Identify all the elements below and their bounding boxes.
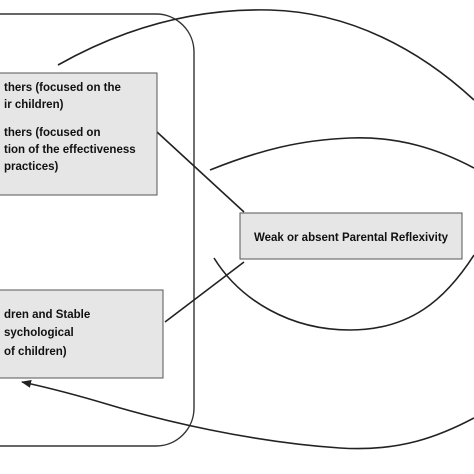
connector-bottom-return-arrow	[21, 379, 474, 450]
top-box-line-1: thers (focused on the	[4, 82, 121, 94]
bottom-box	[0, 289, 164, 379]
bottom-box-line-2: sychological	[4, 327, 74, 339]
bottom-box-line-3: of children)	[4, 346, 67, 358]
connector-top-arc	[57, 9, 474, 101]
top-box	[0, 72, 158, 196]
connector-top-box-to-center	[156, 131, 245, 213]
top-box-line-2: ir children)	[4, 99, 64, 111]
top-box-line-3: thers (focused on	[4, 127, 100, 139]
top-box-line-5: practices)	[4, 161, 59, 173]
connector-mid-arc	[209, 137, 474, 171]
bottom-box-line-1: dren and Stable	[4, 309, 90, 321]
center-box-label: Weak or absent Parental Reflexivity	[254, 232, 449, 244]
connector-bottom-box-to-center	[164, 261, 245, 323]
center-box	[239, 212, 463, 260]
connector-lower-loop	[213, 254, 474, 331]
group-frame	[0, 13, 195, 447]
top-box-line-4: tion of the effectiveness	[4, 144, 136, 156]
